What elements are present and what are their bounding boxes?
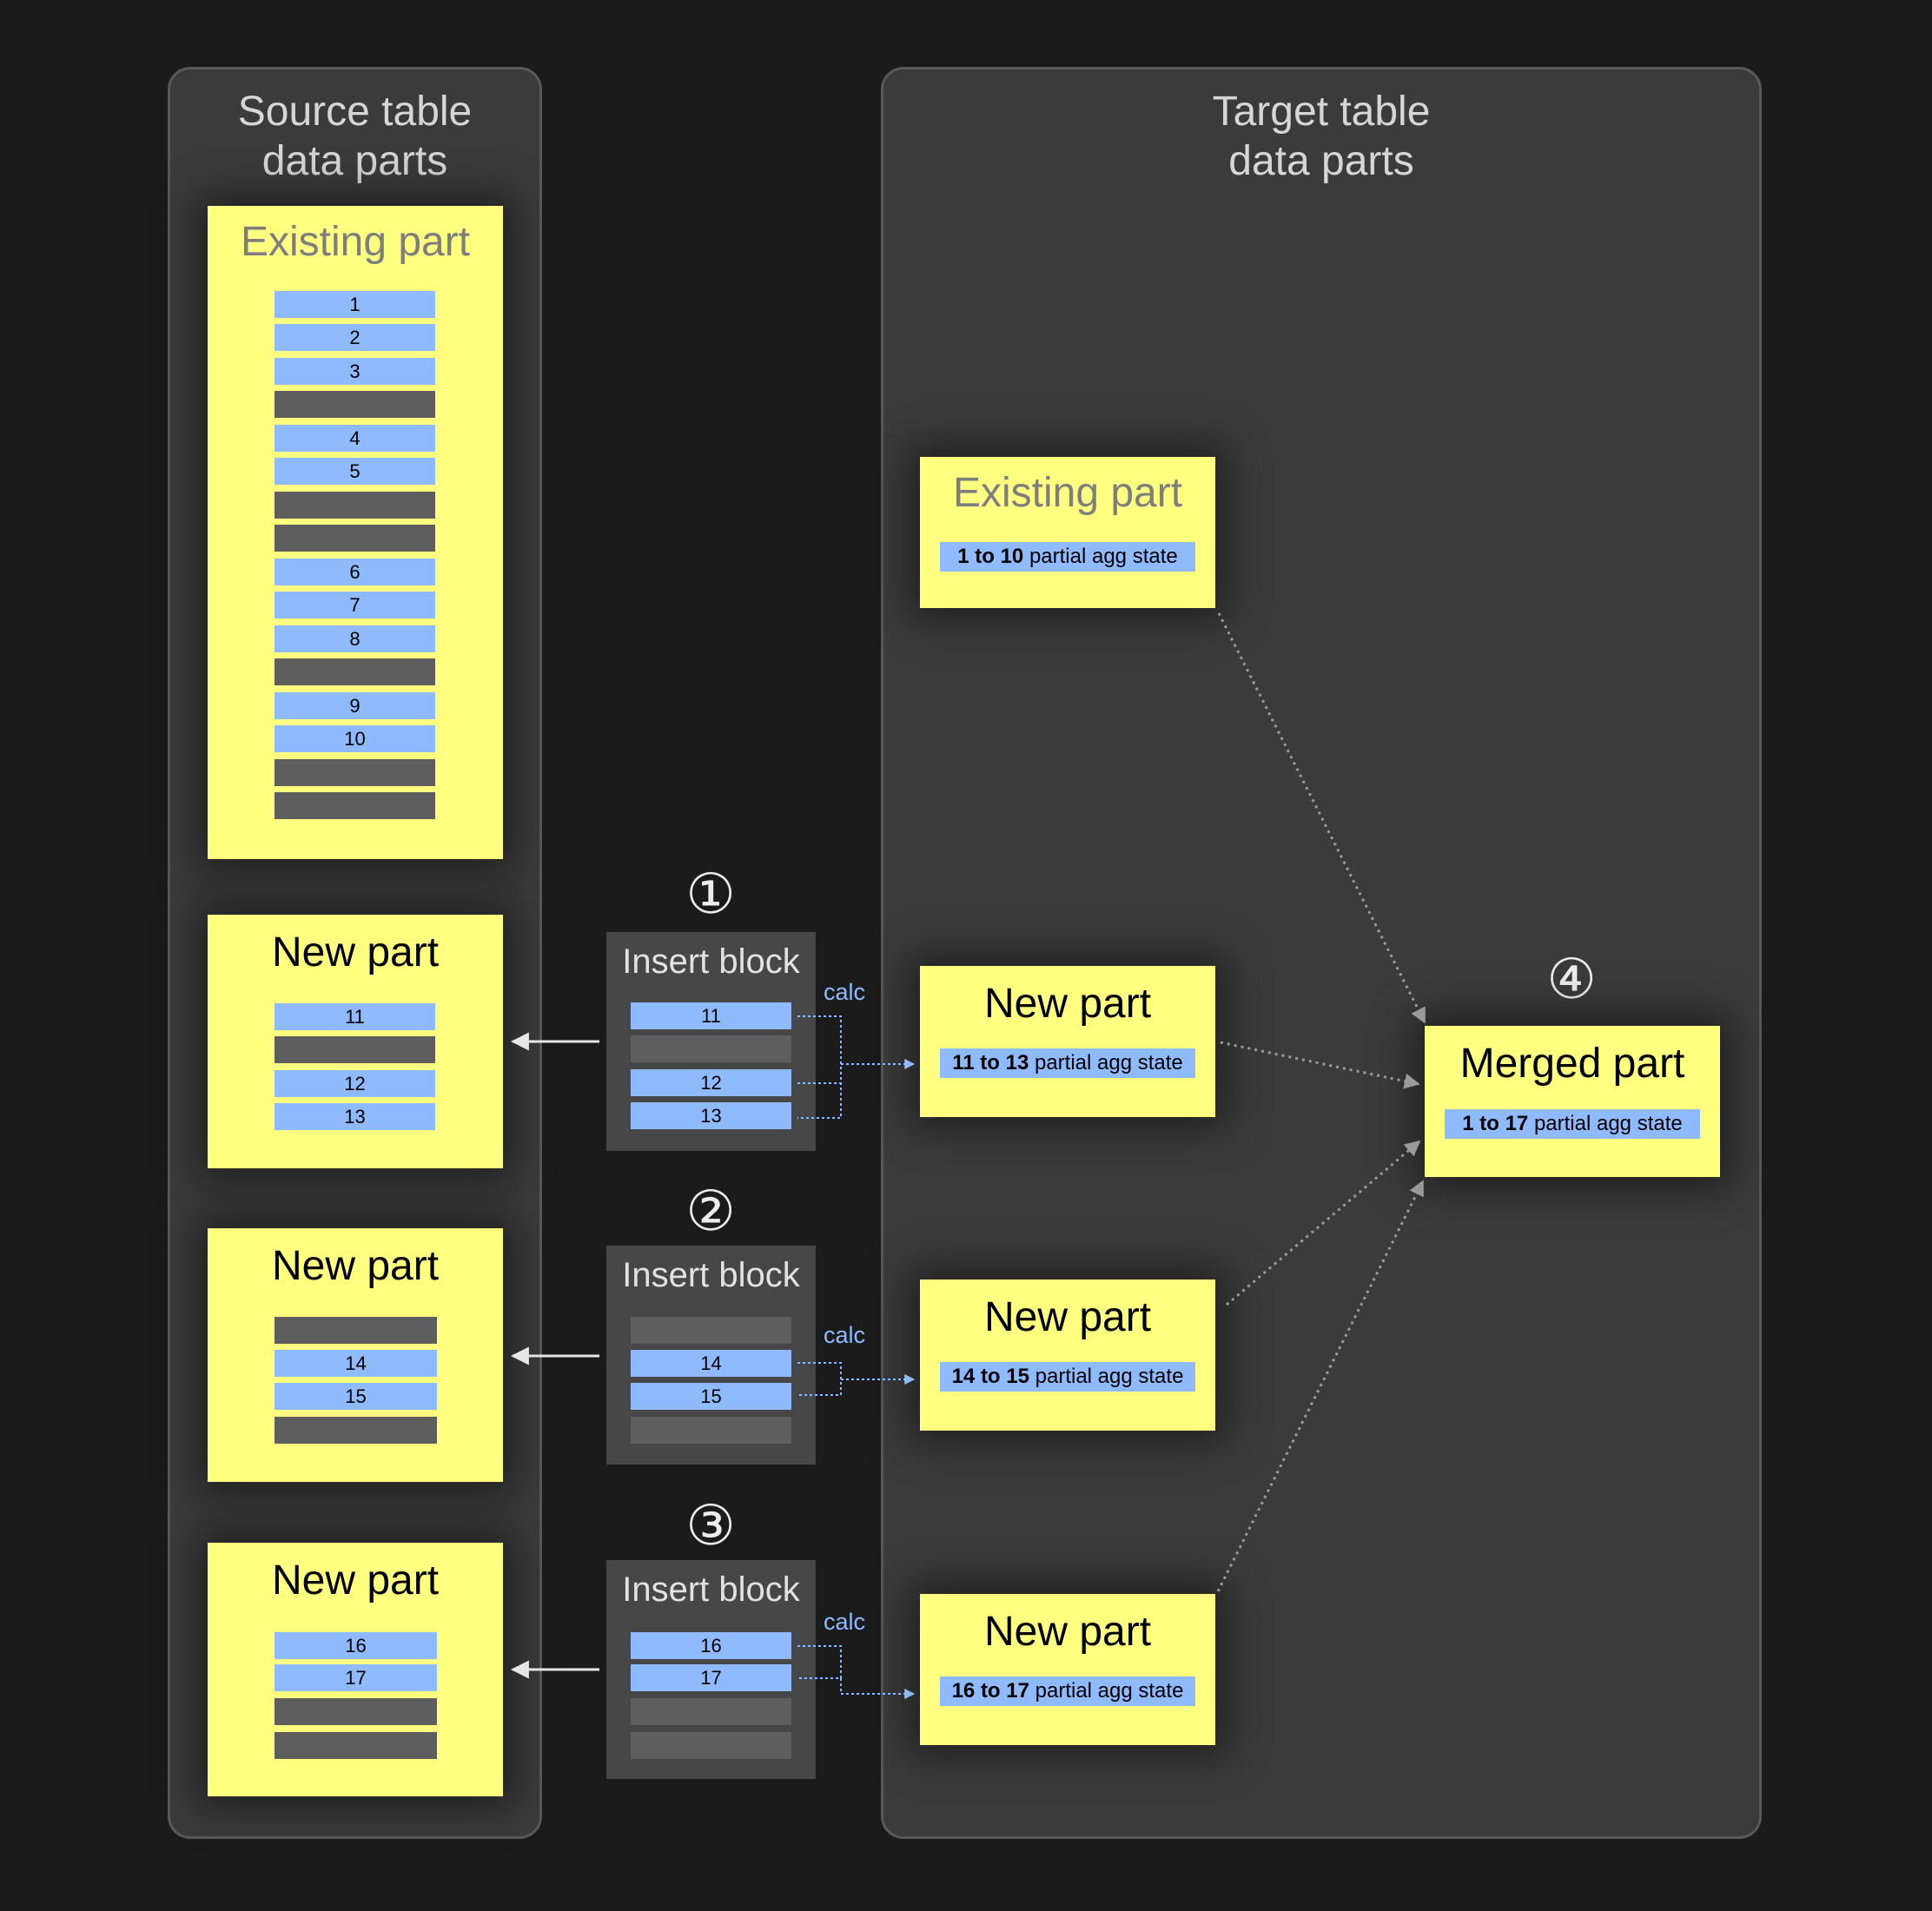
insert-block-empty-row — [631, 1732, 791, 1759]
source-existing-row: 1 — [275, 291, 435, 318]
source-existing-row: 4 — [275, 425, 435, 452]
target-new-part-agg-state: 14 to 15 partial agg state — [940, 1362, 1195, 1392]
source-existing-row: 6 — [275, 559, 435, 585]
source-existing-part-title: Existing part — [240, 219, 471, 265]
insert-block-row: 13 — [631, 1102, 791, 1129]
insert-block-title: Insert block — [622, 1570, 800, 1609]
target-new-part: New part 14 to 15 partial agg state — [920, 1280, 1215, 1431]
target-new-part: New part 11 to 13 partial agg state — [920, 966, 1215, 1117]
source-existing-empty-row — [275, 759, 435, 786]
insert-block-empty-row — [631, 1317, 791, 1344]
source-new-part-row: 12 — [275, 1070, 435, 1097]
source-new-part-title: New part — [271, 929, 440, 975]
insert-block-row: 15 — [631, 1383, 791, 1410]
source-new-part-empty-row — [275, 1417, 437, 1444]
target-panel-title-line2: data parts — [1228, 138, 1414, 184]
source-existing-row: 10 — [275, 725, 435, 752]
insert-block-empty-row — [631, 1698, 791, 1725]
agg-range: 1 to 17 — [1462, 1112, 1529, 1135]
calc-label: calc — [824, 979, 866, 1005]
agg-suffix: partial agg state — [1035, 1365, 1184, 1388]
step-3-marker: ③ — [685, 1494, 736, 1557]
source-new-part-row: 14 — [275, 1350, 437, 1377]
merged-part-agg-state: 1 to 17 partial agg state — [1445, 1109, 1700, 1139]
source-existing-row: 9 — [275, 692, 435, 719]
source-new-part-row: 13 — [275, 1103, 435, 1130]
agg-range: 16 to 17 — [951, 1679, 1029, 1703]
source-existing-empty-row — [275, 492, 435, 519]
target-panel-title: Target table data parts — [883, 87, 1759, 186]
insert-block: Insert block 16 17 — [606, 1560, 816, 1779]
source-existing-row: 7 — [275, 592, 435, 618]
source-new-part-row: 17 — [275, 1664, 437, 1691]
target-existing-agg-state: 1 to 10 partial agg state — [940, 542, 1195, 572]
target-existing-part: Existing part 1 to 10 partial agg state — [920, 457, 1215, 608]
step-2-marker: ② — [685, 1180, 736, 1242]
source-new-part-empty-row — [275, 1036, 435, 1063]
source-existing-row: 8 — [275, 625, 435, 652]
source-new-part-empty-row — [275, 1732, 437, 1759]
calc-label: calc — [824, 1322, 866, 1348]
insert-block-title: Insert block — [622, 1256, 800, 1294]
merged-part-title: Merged part — [1459, 1041, 1685, 1087]
agg-range: 11 to 13 — [952, 1051, 1029, 1075]
source-new-part: New part 14 15 — [208, 1228, 503, 1482]
target-new-part: New part 16 to 17 partial agg state — [920, 1594, 1215, 1745]
insert-block-empty-row — [631, 1035, 791, 1062]
target-new-part-agg-state: 16 to 17 partial agg state — [940, 1676, 1195, 1706]
target-new-part-agg-state: 11 to 13 partial agg state — [940, 1048, 1195, 1078]
insert-block-row: 16 — [631, 1632, 791, 1659]
target-panel-title-line1: Target table — [1212, 89, 1431, 135]
source-new-part-row: 16 — [275, 1632, 437, 1659]
target-new-part-title: New part — [983, 1294, 1152, 1340]
agg-range: 1 to 10 — [957, 545, 1024, 568]
agg-range: 14 to 15 — [951, 1365, 1029, 1388]
target-new-part-title: New part — [983, 981, 1152, 1027]
insert-block-title: Insert block — [622, 942, 800, 981]
source-new-part-empty-row — [275, 1698, 437, 1725]
source-new-part-title: New part — [271, 1557, 440, 1604]
insert-block-row: 11 — [631, 1002, 791, 1029]
source-existing-row: 2 — [275, 324, 435, 351]
agg-suffix: partial agg state — [1034, 1051, 1183, 1075]
source-new-part-row: 15 — [275, 1383, 437, 1410]
insert-block-row: 17 — [631, 1664, 791, 1691]
source-panel-title: Source table data parts — [170, 87, 539, 186]
source-new-part: New part 11 12 13 — [208, 915, 503, 1168]
source-panel-title-line2: data parts — [261, 138, 448, 184]
insert-block-row: 14 — [631, 1350, 791, 1377]
step-1-marker: ① — [685, 863, 736, 925]
source-new-part-empty-row — [275, 1317, 437, 1344]
insert-block-row: 12 — [631, 1069, 791, 1096]
source-existing-row: 3 — [275, 358, 435, 385]
source-new-part: New part 16 17 — [208, 1543, 503, 1796]
agg-suffix: partial agg state — [1035, 1679, 1184, 1703]
insert-block-empty-row — [631, 1417, 791, 1444]
target-existing-part-title: Existing part — [952, 470, 1183, 516]
source-panel-title-line1: Source table — [237, 89, 473, 135]
calc-label: calc — [824, 1609, 866, 1635]
source-existing-empty-row — [275, 525, 435, 552]
source-existing-part: Existing part 1 2 3 4 5 6 7 8 9 10 — [208, 206, 503, 859]
merged-part: Merged part 1 to 17 partial agg state — [1425, 1026, 1720, 1177]
insert-block: Insert block 14 15 — [606, 1246, 816, 1465]
agg-suffix: partial agg state — [1533, 1112, 1683, 1135]
source-existing-empty-row — [275, 792, 435, 819]
insert-block: Insert block 11 12 13 — [606, 932, 816, 1151]
source-existing-row: 5 — [275, 458, 435, 485]
step-4-marker: ④ — [1546, 948, 1597, 1010]
source-existing-empty-row — [275, 658, 435, 685]
source-new-part-row: 11 — [275, 1003, 435, 1030]
agg-suffix: partial agg state — [1029, 545, 1178, 568]
source-new-part-title: New part — [271, 1243, 440, 1289]
source-existing-empty-row — [275, 391, 435, 418]
target-new-part-title: New part — [983, 1609, 1152, 1655]
target-table-panel: Target table data parts — [881, 67, 1762, 1839]
